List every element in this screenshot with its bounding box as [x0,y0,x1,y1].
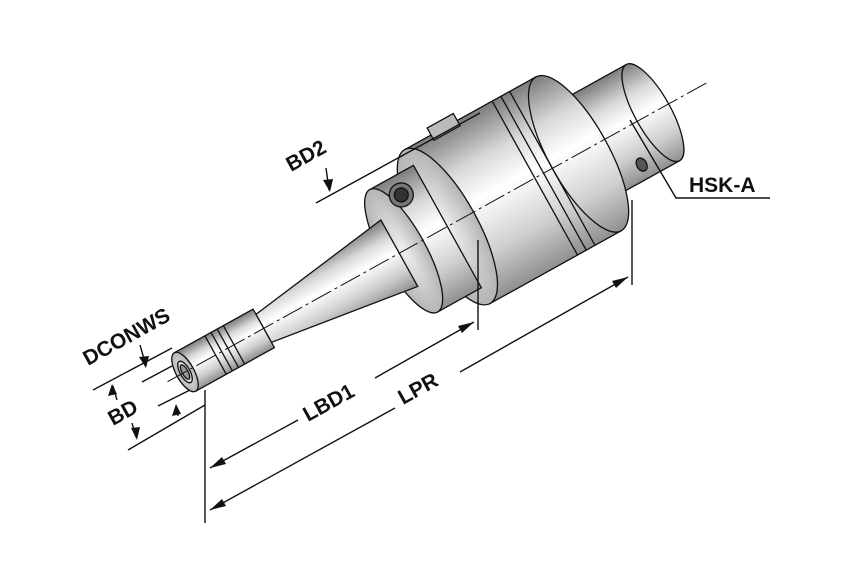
label-dconws: DCONWS [79,304,174,370]
dimension-lines [92,112,770,523]
taper [255,219,419,344]
arrowheads [108,179,628,510]
tool-body [167,63,711,393]
label-hsk-a: HSK-A [689,174,756,197]
center-axis [167,80,711,383]
label-bd: BD [104,396,142,431]
label-lpr: LPR [394,369,442,409]
label-bd2: BD2 [282,136,330,176]
label-lbd1: LBD1 [299,380,358,427]
